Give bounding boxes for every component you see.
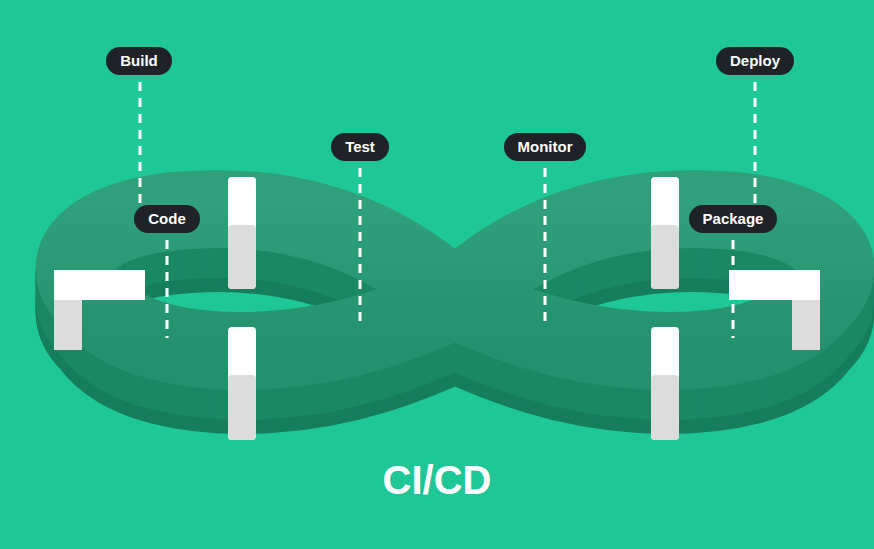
stage-badge: Monitor xyxy=(504,133,587,161)
diagram-title: CI/CD xyxy=(0,455,874,505)
stage-label: Deploy xyxy=(730,52,780,69)
stage-badge: Package xyxy=(689,205,778,233)
stage-label: Monitor xyxy=(518,138,573,155)
stage-badge: Build xyxy=(106,47,172,75)
stage-label: Code xyxy=(148,210,186,227)
stage-badge: Test xyxy=(331,133,389,161)
stage-badge: Code xyxy=(134,205,200,233)
stage-label: Test xyxy=(345,138,375,155)
stage-label: Package xyxy=(703,210,764,227)
band-markers xyxy=(54,177,820,440)
leader-lines xyxy=(140,82,755,338)
stage-label: Build xyxy=(120,52,158,69)
stage-badge: Deploy xyxy=(716,47,794,75)
